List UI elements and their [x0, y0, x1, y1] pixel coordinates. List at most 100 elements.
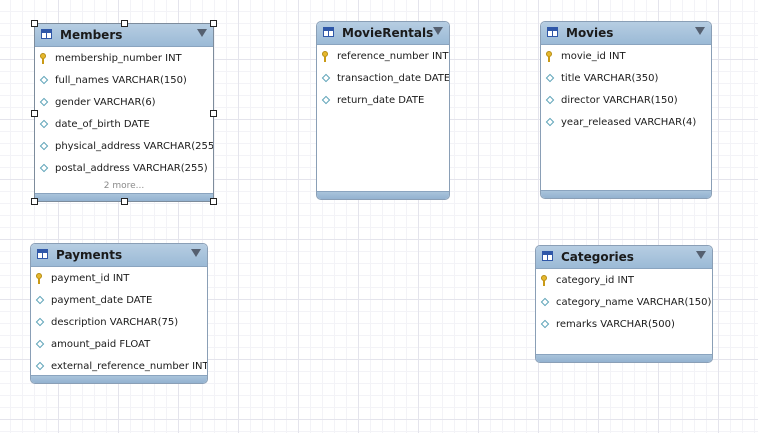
diamond-icon — [35, 361, 45, 371]
key-icon — [40, 53, 46, 64]
column-row[interactable]: membership_number INT — [35, 48, 213, 70]
resize-handle-nw[interactable] — [31, 20, 38, 27]
column-row[interactable]: director VARCHAR(150) — [541, 90, 711, 112]
collapse-arrow-icon[interactable] — [696, 251, 706, 259]
column-label: date_of_birth DATE — [55, 119, 150, 130]
table-payments[interactable]: Payments payment_id INT payment_date DAT… — [30, 243, 208, 384]
column-list: payment_id INT payment_date DATE descrip… — [31, 267, 207, 378]
table-header[interactable]: Members — [35, 24, 213, 47]
resize-handle-e[interactable] — [210, 110, 217, 117]
column-row[interactable]: payment_id INT — [31, 268, 207, 290]
key-icon — [36, 273, 42, 284]
diamond-icon — [35, 317, 45, 327]
column-label: physical_address VARCHAR(255) — [55, 141, 214, 152]
diamond-icon — [39, 141, 49, 151]
column-row[interactable]: gender VARCHAR(6) — [35, 92, 213, 114]
column-row[interactable]: year_released VARCHAR(4) — [541, 112, 711, 134]
table-header[interactable]: Payments — [31, 244, 207, 267]
column-row[interactable]: postal_address VARCHAR(255) — [35, 158, 213, 180]
table-movies[interactable]: Movies movie_id INT title VARCHAR(350) d… — [540, 21, 712, 199]
column-row[interactable]: reference_number INT — [317, 46, 449, 68]
column-label: reference_number INT — [337, 51, 449, 62]
resize-handle-s[interactable] — [121, 198, 128, 205]
column-label: full_names VARCHAR(150) — [55, 75, 187, 86]
table-header[interactable]: Movies — [541, 22, 711, 45]
diamond-icon — [39, 97, 49, 107]
column-list: membership_number INT full_names VARCHAR… — [35, 47, 213, 194]
key-icon — [322, 51, 328, 62]
column-list: category_id INT category_name VARCHAR(15… — [536, 269, 712, 336]
column-label: description VARCHAR(75) — [51, 317, 179, 328]
table-categories[interactable]: Categories category_id INT category_name… — [535, 245, 713, 363]
collapse-arrow-icon[interactable] — [695, 27, 705, 35]
key-icon — [546, 51, 552, 62]
column-label: transaction_date DATE — [337, 73, 450, 84]
table-icon — [547, 27, 558, 37]
diamond-icon — [545, 73, 555, 83]
column-row[interactable]: category_id INT — [536, 270, 712, 292]
column-label: director VARCHAR(150) — [561, 95, 678, 106]
diamond-icon — [39, 163, 49, 173]
table-title: Members — [60, 28, 123, 42]
resize-handle-ne[interactable] — [210, 20, 217, 27]
table-header[interactable]: Categories — [536, 246, 712, 269]
column-label: membership_number INT — [55, 53, 182, 64]
table-members[interactable]: Members membership_number INT full_names… — [34, 23, 214, 202]
table-icon — [41, 29, 52, 39]
diamond-icon — [39, 119, 49, 129]
column-row[interactable]: date_of_birth DATE — [35, 114, 213, 136]
resize-handle-sw[interactable] — [31, 198, 38, 205]
diamond-icon — [35, 339, 45, 349]
column-row[interactable]: return_date DATE — [317, 90, 449, 112]
column-row[interactable]: amount_paid FLOAT — [31, 334, 207, 356]
resize-handle-w[interactable] — [31, 110, 38, 117]
column-label: amount_paid FLOAT — [51, 339, 151, 350]
column-label: category_id INT — [556, 275, 635, 286]
column-row[interactable]: external_reference_number INT — [31, 356, 207, 378]
column-label: payment_date DATE — [51, 295, 153, 306]
resize-handle-se[interactable] — [210, 198, 217, 205]
column-label: postal_address VARCHAR(255) — [55, 163, 208, 174]
diamond-icon — [540, 319, 550, 329]
column-label: movie_id INT — [561, 51, 626, 62]
column-label: remarks VARCHAR(500) — [556, 319, 675, 330]
diamond-icon — [321, 95, 331, 105]
table-title: MovieRentals — [342, 26, 434, 40]
table-icon — [323, 27, 334, 37]
key-icon — [541, 275, 547, 286]
column-row[interactable]: title VARCHAR(350) — [541, 68, 711, 90]
column-list: reference_number INT transaction_date DA… — [317, 45, 449, 112]
column-label: return_date DATE — [337, 95, 425, 106]
collapse-arrow-icon[interactable] — [191, 249, 201, 257]
column-row[interactable]: full_names VARCHAR(150) — [35, 70, 213, 92]
table-footer — [31, 375, 207, 383]
table-header[interactable]: MovieRentals — [317, 22, 449, 45]
diamond-icon — [545, 95, 555, 105]
diamond-icon — [39, 75, 49, 85]
resize-handle-n[interactable] — [121, 20, 128, 27]
column-row[interactable]: payment_date DATE — [31, 290, 207, 312]
table-icon — [542, 251, 553, 261]
column-row[interactable]: transaction_date DATE — [317, 68, 449, 90]
column-label: category_name VARCHAR(150) — [556, 297, 712, 308]
column-row[interactable]: physical_address VARCHAR(255) — [35, 136, 213, 158]
diamond-icon — [540, 297, 550, 307]
column-row[interactable]: remarks VARCHAR(500) — [536, 314, 712, 336]
column-row[interactable]: movie_id INT — [541, 46, 711, 68]
table-title: Movies — [566, 26, 614, 40]
column-label: year_released VARCHAR(4) — [561, 117, 697, 128]
table-footer — [536, 354, 712, 362]
column-row[interactable]: category_name VARCHAR(150) — [536, 292, 712, 314]
table-footer — [317, 191, 449, 199]
diamond-icon — [321, 73, 331, 83]
diamond-icon — [35, 295, 45, 305]
table-footer — [541, 190, 711, 198]
table-movierentals[interactable]: MovieRentals reference_number INT transa… — [316, 21, 450, 200]
column-row[interactable]: description VARCHAR(75) — [31, 312, 207, 334]
more-columns-link[interactable]: 2 more... — [103, 181, 145, 191]
collapse-arrow-icon[interactable] — [433, 27, 443, 35]
collapse-arrow-icon[interactable] — [197, 29, 207, 37]
column-label: external_reference_number INT — [51, 361, 208, 372]
column-label: payment_id INT — [51, 273, 130, 284]
table-icon — [37, 249, 48, 259]
